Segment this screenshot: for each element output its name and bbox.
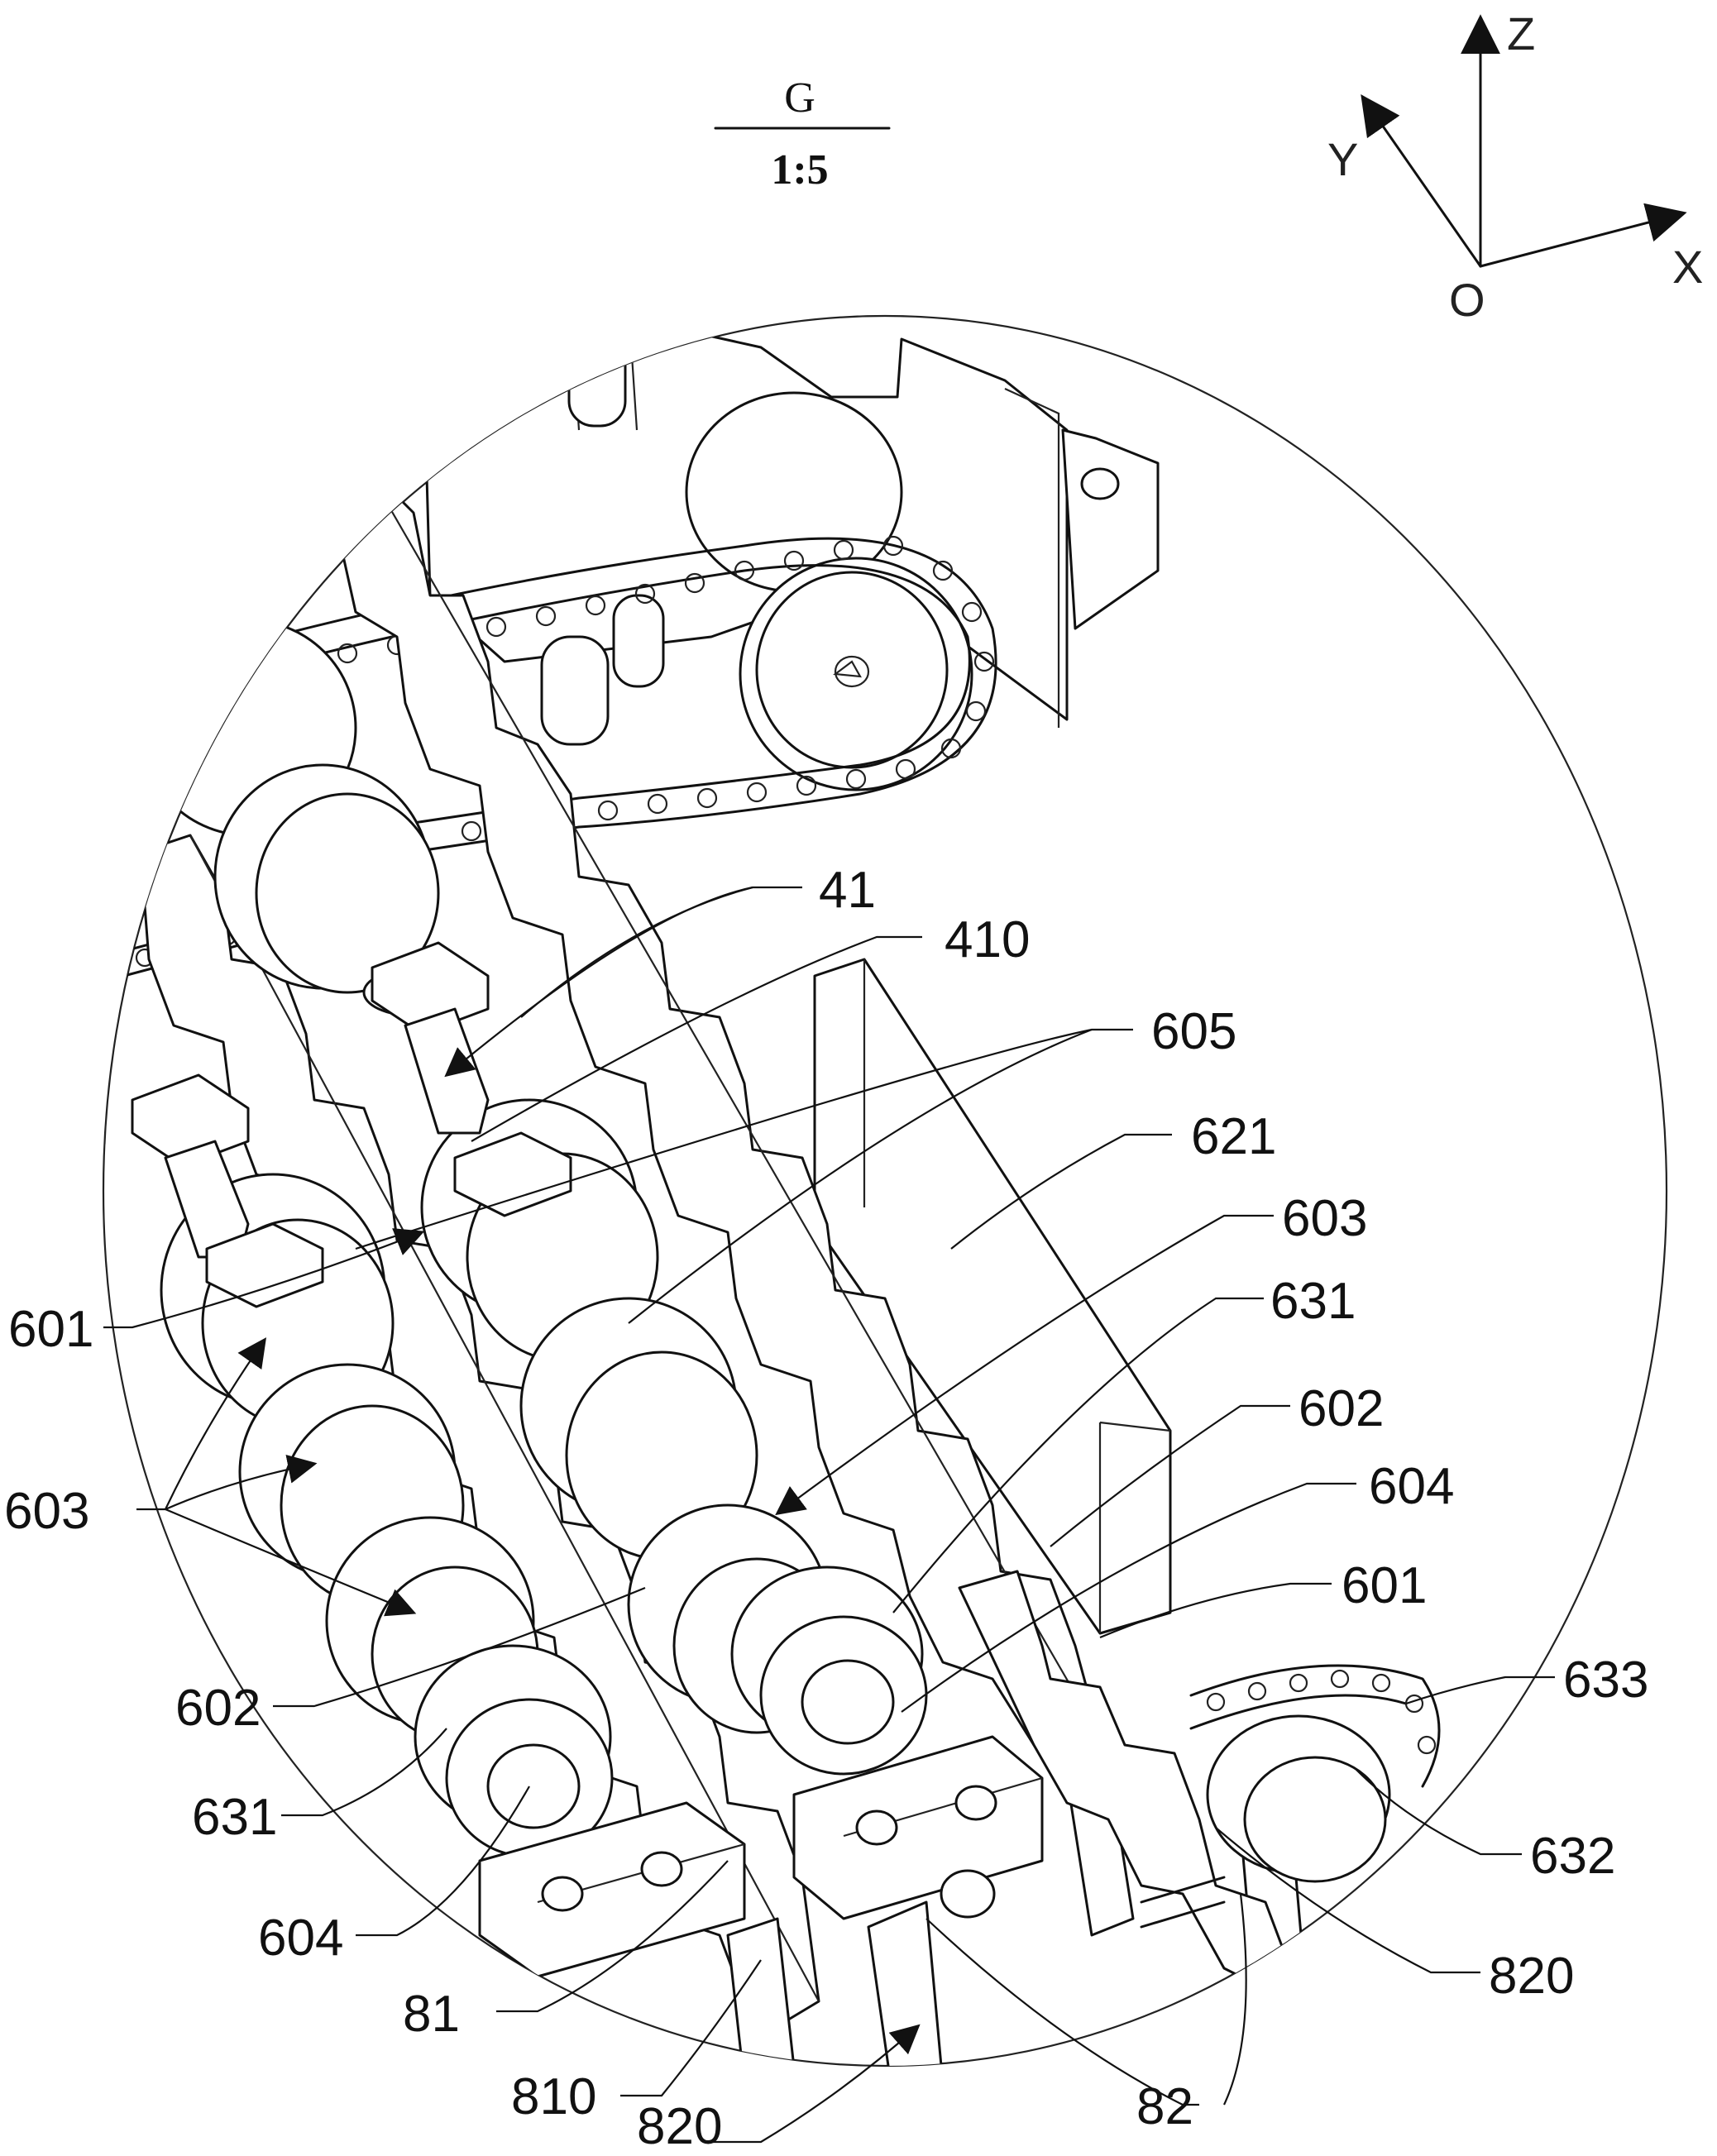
label-820-bottom: 820 xyxy=(637,2098,722,2155)
mechanism-drawing xyxy=(122,316,1441,2066)
y-axis-label: Y xyxy=(1327,133,1358,185)
z-axis-label: Z xyxy=(1507,7,1535,60)
label-602-left: 602 xyxy=(175,1680,261,1737)
view-scale: 1:5 xyxy=(771,146,828,194)
right-chain-sprocket xyxy=(1140,1664,1441,1929)
label-82: 82 xyxy=(1136,2078,1193,2135)
view-title: G 1:5 xyxy=(714,74,891,194)
label-632: 632 xyxy=(1530,1828,1615,1885)
label-604-left: 604 xyxy=(258,1910,343,1967)
label-603-left: 603 xyxy=(4,1483,89,1540)
label-603-right: 603 xyxy=(1282,1190,1367,1247)
part-labels: 41 410 605 621 603 631 602 604 601 633 6… xyxy=(4,862,1648,2155)
right-bracket xyxy=(1004,388,1160,728)
label-810: 810 xyxy=(511,2068,596,2125)
label-631-left: 631 xyxy=(192,1789,277,1846)
x-axis-arrow xyxy=(1479,203,1687,268)
label-410: 410 xyxy=(945,911,1030,968)
axis-triad: Z Y X O xyxy=(1327,7,1703,326)
label-633: 633 xyxy=(1563,1652,1648,1709)
lower-sprockets xyxy=(414,1566,928,1858)
x-axis-label: X xyxy=(1672,241,1703,293)
leader-lines xyxy=(103,886,1555,2144)
label-601-right: 601 xyxy=(1342,1557,1427,1614)
label-631-right: 631 xyxy=(1270,1273,1356,1330)
y-axis-arrow xyxy=(1361,94,1482,268)
label-41: 41 xyxy=(819,862,876,919)
label-820-right: 820 xyxy=(1489,1948,1574,2005)
view-letter: G xyxy=(784,74,815,122)
label-621: 621 xyxy=(1191,1108,1276,1165)
label-604-right: 604 xyxy=(1369,1458,1454,1515)
detail-circle xyxy=(102,314,1668,2068)
origin-label: O xyxy=(1449,274,1485,326)
label-81: 81 xyxy=(403,1986,460,2043)
label-601-left: 601 xyxy=(8,1301,93,1358)
shaft-supports xyxy=(131,941,572,1308)
label-602-right: 602 xyxy=(1299,1380,1384,1437)
label-605: 605 xyxy=(1151,1003,1236,1060)
